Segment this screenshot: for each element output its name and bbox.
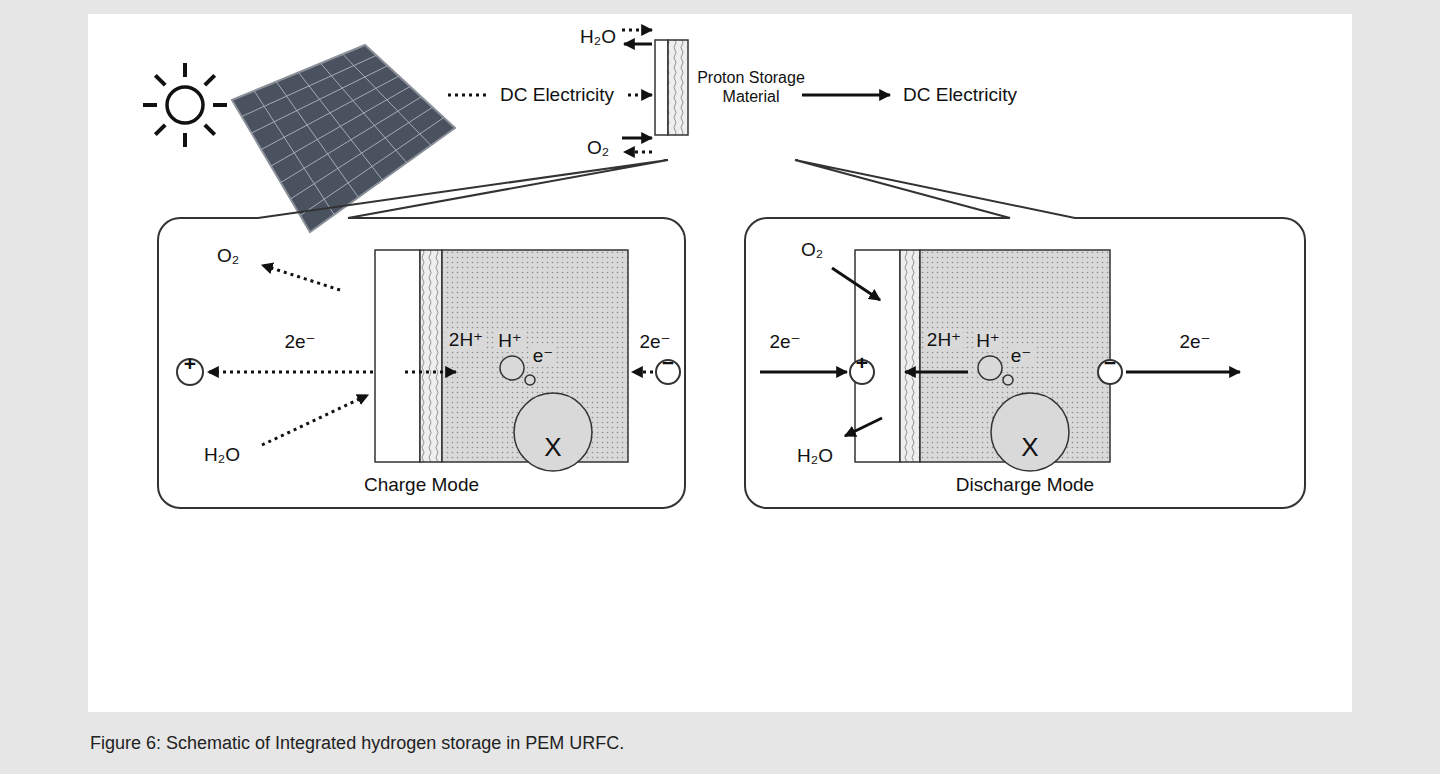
discharge-arrows-part [760, 371, 847, 374]
box-label: Proton Storage Material [688, 69, 814, 106]
charge-arrows-part [405, 371, 456, 374]
species-label: O₂ [799, 240, 825, 261]
solar-panel-part [281, 97, 422, 183]
charge-label: e⁻ [1009, 346, 1034, 367]
solar-panel-part [242, 55, 377, 116]
solar-panel-part [252, 66, 388, 133]
charge-label: e⁻ [531, 346, 556, 367]
terminal-circle: + [849, 359, 875, 385]
charge-cell-part [375, 250, 420, 462]
sun-icon-part-part [155, 75, 165, 85]
symbol-text: − [655, 352, 681, 373]
sun-icon-part-part [205, 75, 215, 85]
species-label: 2H⁺ [925, 330, 963, 351]
symbol-text: + [849, 352, 875, 373]
sun-icon [143, 63, 227, 147]
host-material-circle: X [513, 392, 593, 472]
mode-title: Discharge Mode [745, 474, 1305, 496]
discharge-arrows-part [832, 268, 880, 300]
top-arrows-part [622, 137, 652, 140]
species-label: H₂O [202, 445, 242, 466]
charge-cell-part [500, 356, 524, 380]
top-arrows-part [628, 94, 652, 97]
species-label: H₂O [578, 27, 618, 48]
symbol-text: + [176, 353, 204, 374]
sun-icon-part-part [155, 125, 165, 135]
discharge-cell [855, 250, 1110, 462]
symbol-text: X [990, 434, 1070, 460]
charge-arrows-part [262, 395, 368, 445]
charge-cell-part [420, 250, 442, 462]
species-label: H⁺ [496, 331, 524, 352]
top-cell-part [668, 40, 688, 135]
discharge-cell-part [1003, 375, 1013, 385]
charge-label: 2e⁻ [1177, 332, 1212, 353]
host-material-circle-outline [990, 392, 1070, 472]
circle-outline [991, 393, 1069, 471]
circle-outline [514, 393, 592, 471]
sun-icon-part-part [205, 125, 215, 135]
storage-box: Proton Storage Material [688, 40, 814, 135]
discharge-cell-part [978, 356, 1002, 380]
discharge-arrows-part [1126, 371, 1240, 374]
top-arrows [448, 30, 890, 152]
top-cell-part [655, 40, 668, 135]
power-label: DC Electricity [498, 85, 616, 106]
sun-icon-part-part [183, 63, 187, 77]
solar-panel-part [271, 87, 410, 167]
top-arrows-part [624, 43, 652, 46]
top-arrows-part [624, 151, 652, 154]
charge-label: 2e⁻ [282, 332, 317, 353]
symbol-text: − [1097, 352, 1123, 373]
solar-panel-part [261, 76, 399, 149]
sun-icon-part [167, 87, 203, 123]
host-material-circle-outline [513, 392, 593, 472]
species-label: O₂ [215, 246, 241, 267]
sun-icon-part [143, 63, 227, 147]
bubble-outline [745, 160, 1305, 508]
terminal-circle: + [176, 358, 204, 386]
sun-icon-part-part [213, 103, 227, 107]
white-panel [88, 14, 1352, 712]
species-label: H₂O [795, 446, 835, 467]
charge-label: 2e⁻ [767, 332, 802, 353]
charge-arrows-part [208, 371, 373, 374]
charge-cell-part [525, 375, 535, 385]
solar-panel-part [291, 107, 433, 199]
discharge-arrows-part [845, 418, 882, 436]
bubble-outline [158, 160, 685, 508]
terminal-circle: − [1097, 359, 1123, 385]
top-cell [655, 40, 688, 135]
charge-arrows-part [632, 371, 653, 374]
sun-icon-part-part [183, 133, 187, 147]
charge-label: 2e⁻ [637, 332, 672, 353]
power-label: DC Electricity [901, 85, 1019, 106]
species-label: 2H⁺ [447, 330, 485, 351]
terminal-circle: − [655, 359, 681, 385]
top-arrows-part [622, 29, 652, 32]
solar-panel-part [300, 118, 444, 216]
figure-caption: Figure 6: Schematic of Integrated hydrog… [90, 733, 624, 754]
host-material-circle: X [990, 392, 1070, 472]
species-label: H⁺ [974, 331, 1002, 352]
discharge-cell-part [900, 250, 920, 462]
mode-title: Charge Mode [158, 474, 685, 496]
sun-icon-part-part [143, 103, 157, 107]
discharge-arrows-part [905, 371, 968, 374]
top-arrows-part [802, 94, 890, 97]
top-arrows-part [448, 94, 488, 97]
charge-arrows-part [262, 265, 340, 290]
symbol-text: X [513, 434, 593, 460]
species-label: O₂ [585, 138, 611, 159]
